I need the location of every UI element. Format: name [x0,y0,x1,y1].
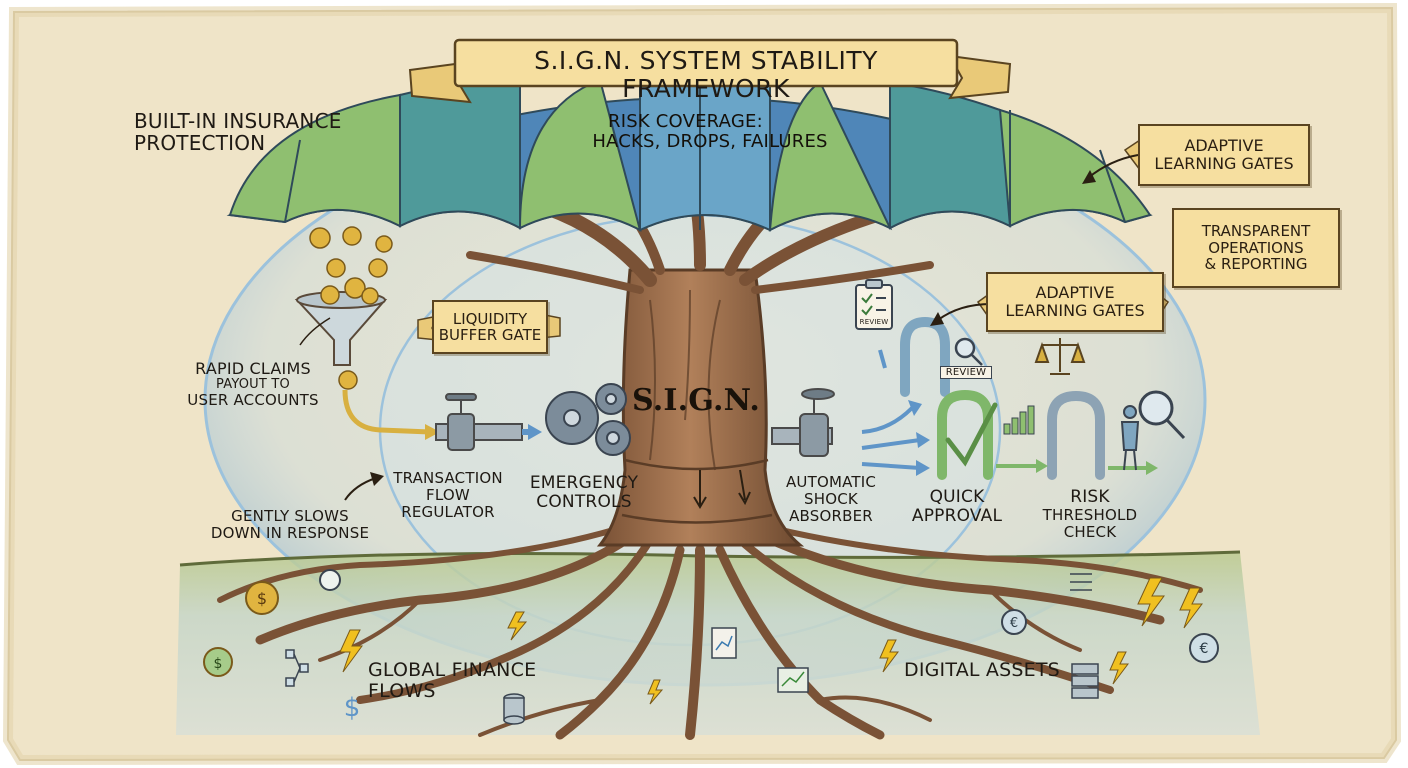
dollar-glyph-1: $ [257,589,267,608]
transparent-operations-box: TRANSPARENT OPERATIONS & REPORTING [1172,208,1340,288]
person-icon [1120,405,1140,471]
trunk-sign-label: S.I.G.N. [631,383,761,418]
dollar-coin-icon [203,581,279,677]
magnifier-icon-large [1138,390,1186,440]
gear-icon [545,383,631,456]
refresh-icon [319,569,341,591]
euro-glyph-1: € [1010,616,1018,631]
flow-arrows-right [861,349,921,470]
adaptive-learning-gates-top: ADAPTIVE LEARNING GATES [1138,124,1310,186]
title-banner [408,38,1012,104]
insurance-protection-label: BUILT-IN INSURANCE PROTECTION [134,109,342,156]
transaction-flow-regulator-label: TRANSACTION FLOW REGULATOR [393,469,503,521]
review-clipboard-label: REVIEW [859,318,889,326]
global-finance-flows-label: GLOBAL FINANCE FLOWS [368,659,537,703]
page-title: S.I.G.N. SYSTEM STABILITY FRAMEWORK [534,46,878,103]
chart-icon [711,627,809,693]
emergency-controls-label: EMERGENCY CONTROLS [529,473,639,513]
trunk-down-arrow [693,470,707,509]
gold-coins [309,226,393,390]
quick-approval-label: QUICK APPROVAL [911,487,1003,527]
digital-assets-label: DIGITAL ASSETS [904,659,1060,681]
server-icon [1071,663,1099,699]
clipboard-icon [855,279,893,330]
dollar-glyph-2: $ [214,656,223,672]
database-icon [503,693,525,725]
magnifier-icon-small [954,337,983,366]
rapid-claims-label: RAPID CLAIMS PAYOUT TO USER ACCOUNTS [187,359,319,410]
list-icon [1070,573,1092,591]
euro-coin-icon [1001,609,1219,663]
lightning-icon [339,577,1203,705]
automatic-shock-absorber-label: AUTOMATIC SHOCK ABSORBER [785,473,877,525]
dollar-glyph-3: $ [344,693,361,723]
network-icon [285,649,309,687]
valve-icon-right [771,388,835,457]
euro-glyph-2: € [1200,641,1209,657]
risk-coverage-label: RISK COVERAGE: HACKS, DROPS, FAILURES [592,111,828,153]
mini-bar-chart [1003,405,1035,435]
liquidity-buffer-gate-box: LIQUIDITY BUFFER GATE [432,300,548,354]
adaptive-learning-gates-mid: ADAPTIVE LEARNING GATES [986,272,1164,332]
scales-icon [1034,338,1086,375]
gently-slows-label: GENTLY SLOWS DOWN IN RESPONSE [210,507,370,542]
payout-arrow [342,389,431,435]
gate-arches [900,316,1105,480]
valve-icon-left [435,393,523,451]
risk-threshold-check-label: RISK THRESHOLD CHECK [1042,487,1138,541]
umbrella-canopy [226,71,1153,232]
review-tag: REVIEW [940,366,992,380]
